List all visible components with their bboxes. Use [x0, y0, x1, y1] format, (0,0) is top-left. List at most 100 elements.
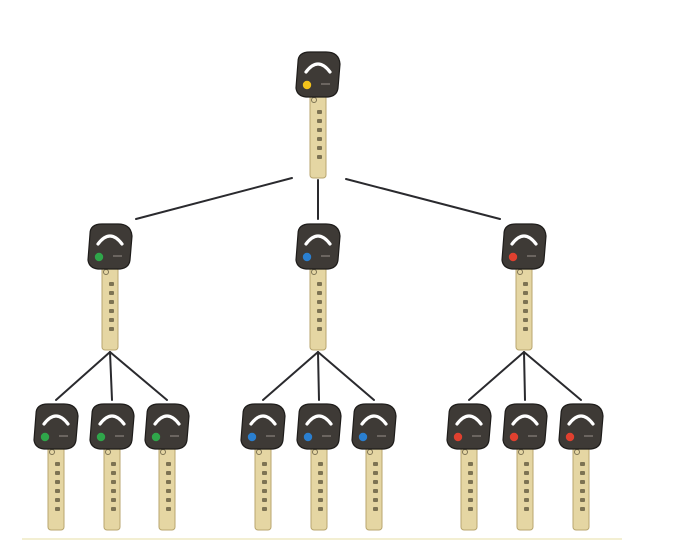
key-bow [33, 403, 79, 450]
key-pin-mark [523, 300, 528, 304]
key-engraving [528, 435, 537, 437]
key-pin-mark [468, 507, 473, 511]
key-pin-mark [468, 498, 473, 502]
key-arc-mark [153, 414, 181, 426]
key-blade [101, 263, 119, 351]
key-engraving [266, 435, 275, 437]
key-bow [351, 403, 397, 450]
key-pin-mark [262, 480, 267, 484]
key-pin-mark [55, 507, 60, 511]
key-pin-mark [111, 462, 116, 466]
key-bow [295, 223, 341, 270]
key-blade [309, 91, 327, 179]
key-arc-mark [360, 414, 388, 426]
key-pin-mark [109, 291, 114, 295]
key-pin-mark [262, 471, 267, 475]
key-pin-mark [524, 462, 529, 466]
user-key-icon [144, 403, 190, 531]
key-pin-mark [166, 489, 171, 493]
key-pin-mark [317, 282, 322, 286]
key-color-dot [509, 432, 519, 442]
key-color-dot [151, 432, 161, 442]
key-pin-mark [524, 471, 529, 475]
key-pin-mark [109, 309, 114, 313]
key-pin-mark [524, 480, 529, 484]
key-pin-mark [523, 291, 528, 295]
key-pin-mark [580, 507, 585, 511]
key-pin-mark [317, 300, 322, 304]
key-engraving [377, 435, 386, 437]
key-engraving [322, 435, 331, 437]
connector-line [135, 177, 293, 220]
key-pin-mark [523, 318, 528, 322]
key-pin-mark [523, 309, 528, 313]
connector-line [345, 178, 501, 220]
key-pin-mark [318, 480, 323, 484]
user-key-icon [33, 403, 79, 531]
key-pin-mark [373, 498, 378, 502]
key-engraving [321, 83, 330, 85]
key-blade [572, 443, 590, 531]
key-blade [254, 443, 272, 531]
key-pin-mark [109, 327, 114, 331]
key-pin-mark [524, 489, 529, 493]
keys-layer [33, 51, 604, 531]
key-pin-mark [55, 480, 60, 484]
key-color-dot [508, 252, 518, 262]
key-pin-mark [262, 507, 267, 511]
key-color-dot [358, 432, 368, 442]
key-blade [515, 263, 533, 351]
key-pin-mark [580, 462, 585, 466]
key-color-dot [303, 432, 313, 442]
key-arc-mark [304, 62, 332, 74]
key-arc-mark [455, 414, 483, 426]
key-arc-mark [510, 234, 538, 246]
key-pin-mark [317, 137, 322, 141]
key-engraving [472, 435, 481, 437]
key-pin-mark [317, 128, 322, 132]
key-color-dot [40, 432, 50, 442]
key-color-dot [247, 432, 257, 442]
key-pin-mark [468, 462, 473, 466]
connector-line [523, 351, 526, 401]
key-engraving [170, 435, 179, 437]
key-pin-mark [580, 480, 585, 484]
submaster-key-icon [501, 223, 547, 351]
key-pin-mark [55, 471, 60, 475]
key-arc-mark [511, 414, 539, 426]
key-pin-mark [468, 471, 473, 475]
key-pin-mark [166, 480, 171, 484]
key-pin-mark [111, 498, 116, 502]
key-pin-mark [317, 309, 322, 313]
key-pin-mark [318, 471, 323, 475]
key-pin-mark [317, 327, 322, 331]
user-key-icon [446, 403, 492, 531]
key-engraving [321, 255, 330, 257]
key-pin-mark [524, 498, 529, 502]
key-arc-mark [305, 414, 333, 426]
key-arc-mark [96, 234, 124, 246]
key-pin-mark [166, 507, 171, 511]
key-pin-mark [373, 471, 378, 475]
user-key-icon [89, 403, 135, 531]
key-pin-mark [55, 462, 60, 466]
key-pin-mark [262, 489, 267, 493]
key-pin-mark [580, 498, 585, 502]
key-pin-mark [524, 507, 529, 511]
key-bow [89, 403, 135, 450]
key-color-dot [96, 432, 106, 442]
key-pin-mark [468, 480, 473, 484]
key-pin-mark [318, 462, 323, 466]
key-pin-mark [109, 282, 114, 286]
user-key-icon [296, 403, 342, 531]
key-engraving [59, 435, 68, 437]
key-bow [240, 403, 286, 450]
key-pin-mark [111, 480, 116, 484]
key-color-dot [302, 252, 312, 262]
key-engraving [527, 255, 536, 257]
key-color-dot [453, 432, 463, 442]
key-blade [460, 443, 478, 531]
key-engraving [115, 435, 124, 437]
key-pin-mark [111, 489, 116, 493]
